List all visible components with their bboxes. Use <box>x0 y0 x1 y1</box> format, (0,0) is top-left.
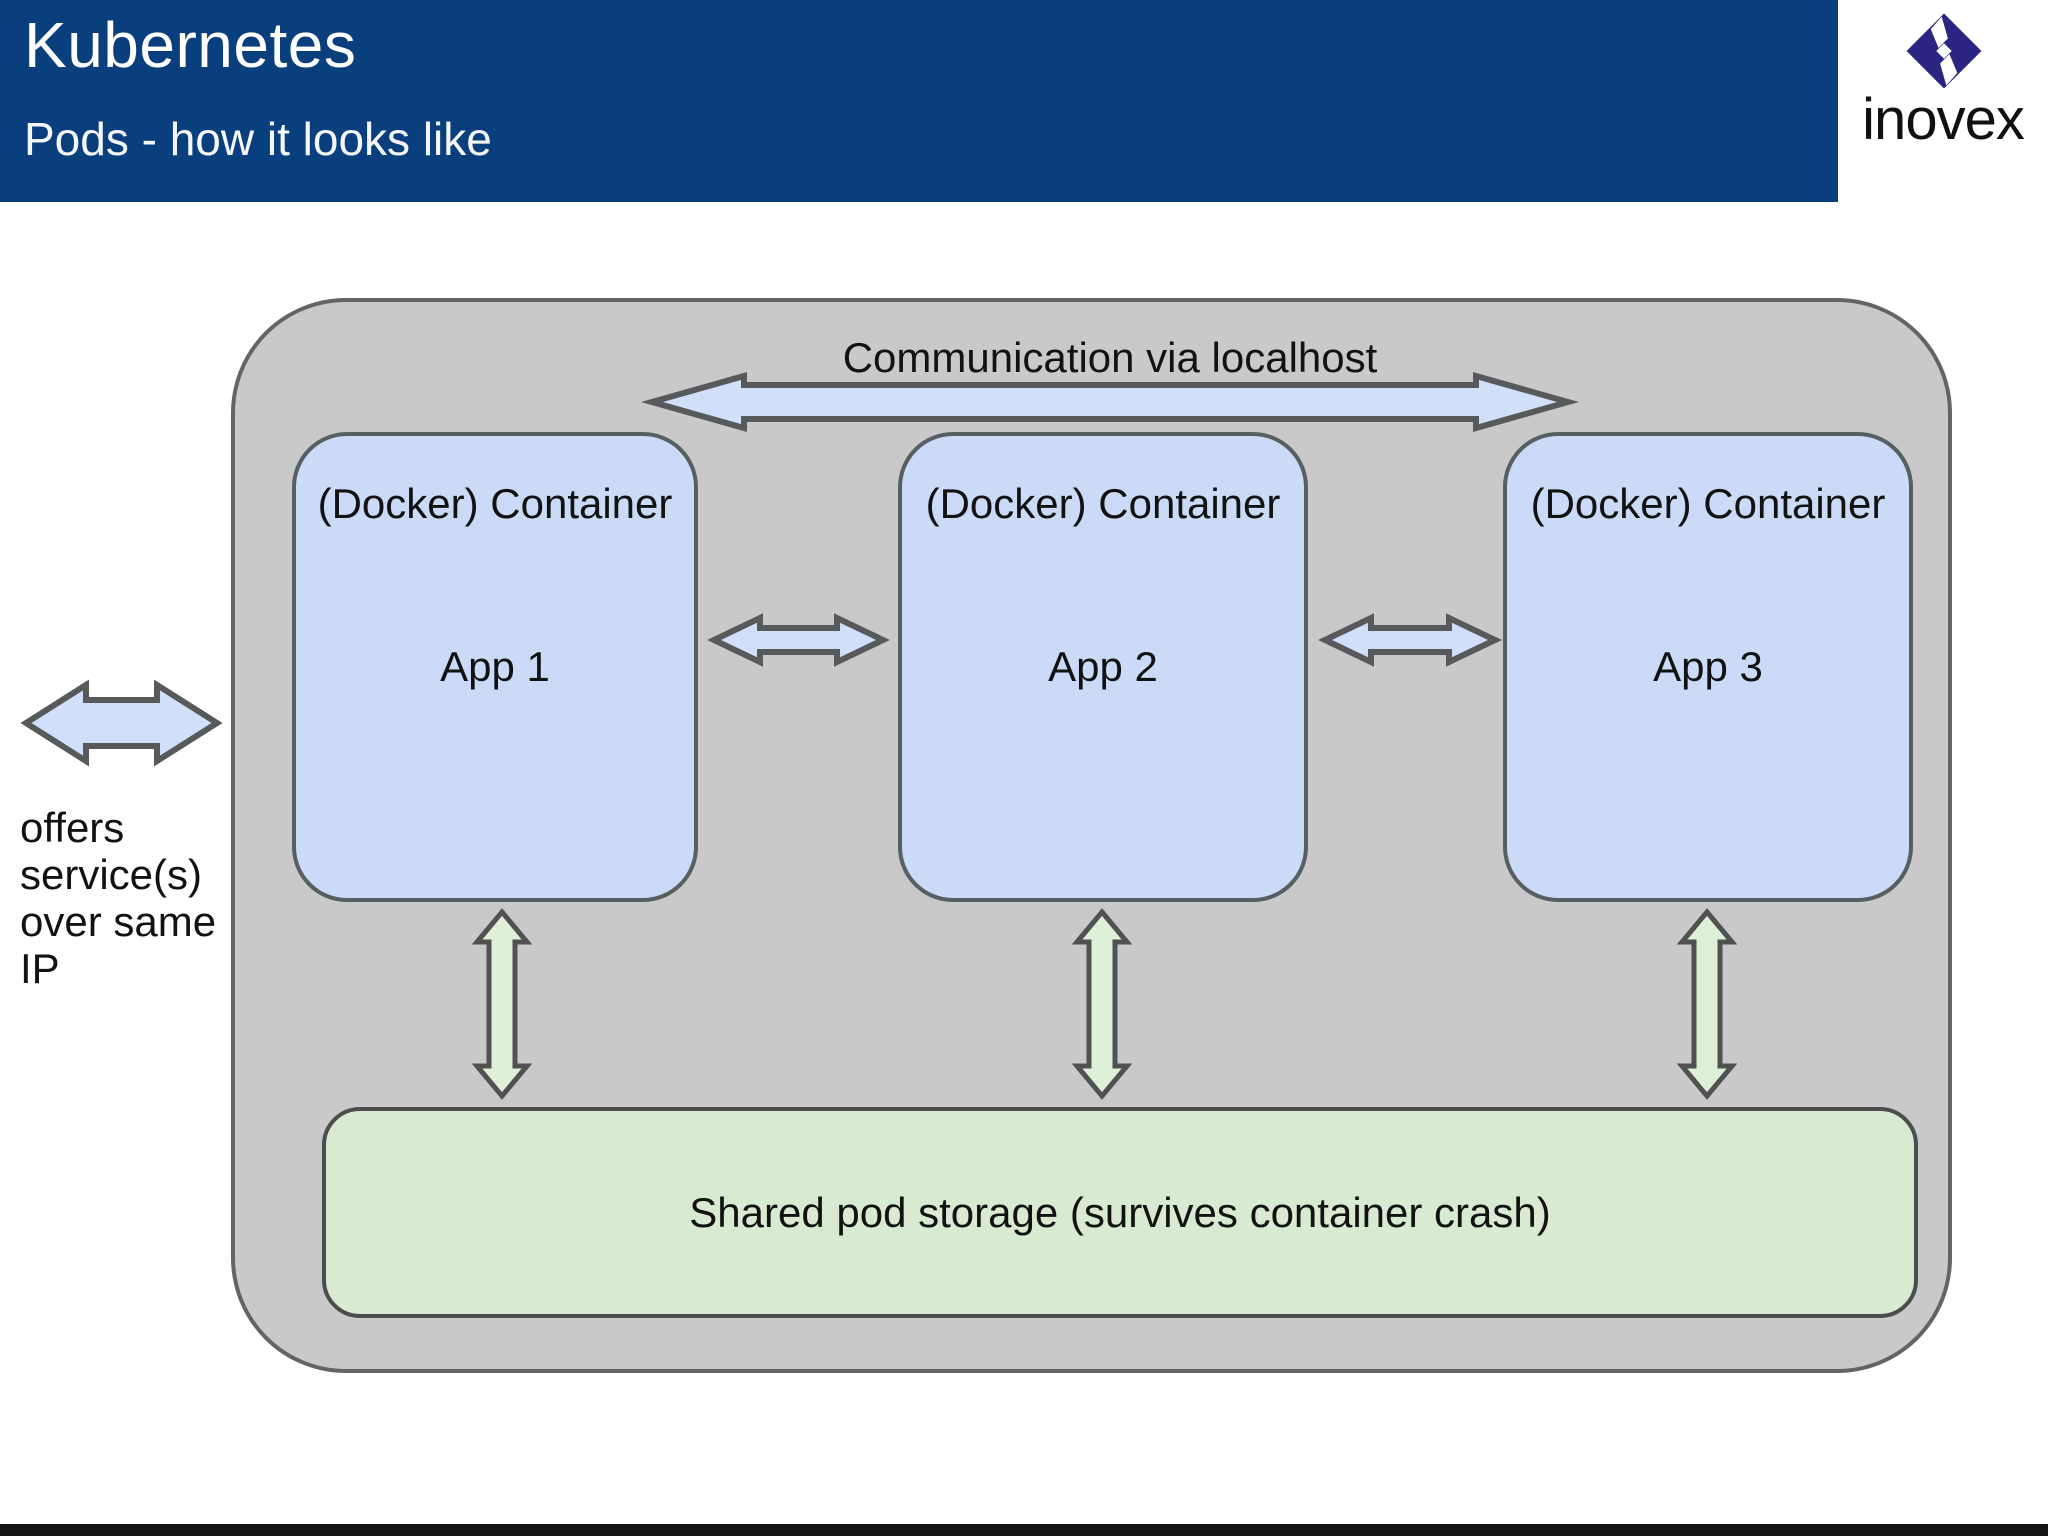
service-note-line: over same <box>20 898 217 945</box>
app-label: App 2 <box>1048 643 1158 690</box>
arrow-app2-app3-icon <box>1318 613 1502 667</box>
bottom-edge-strip <box>0 1524 2048 1536</box>
shared-pod-storage: Shared pod storage (survives container c… <box>322 1107 1918 1318</box>
service-note-line: offers <box>20 804 125 851</box>
service-note-line: IP <box>20 945 60 992</box>
container-app2: (Docker) Container App 2 <box>898 432 1308 902</box>
slide-subtitle: Pods - how it looks like <box>24 113 492 165</box>
service-note-line: service(s) <box>20 851 203 898</box>
header-bar: Kubernetes Pods - how it looks like <box>0 0 1838 202</box>
storage-arrow-app3-icon <box>1676 908 1738 1100</box>
communication-label: Communication via localhost <box>842 334 1378 381</box>
communication-double-arrow-icon <box>640 372 1580 432</box>
inovex-logo: inovex <box>1838 0 2048 202</box>
service-note: offers service(s) over same IP <box>20 804 250 992</box>
container-title: (Docker) Container <box>1530 480 1886 527</box>
inovex-logo-text: inovex <box>1862 87 2025 152</box>
service-ip-arrow-icon <box>20 679 223 767</box>
app-label: App 3 <box>1653 643 1763 690</box>
storage-arrow-app2-icon <box>1071 908 1133 1100</box>
container-title: (Docker) Container <box>317 480 673 527</box>
container-app3: (Docker) Container App 3 <box>1503 432 1913 902</box>
shared-pod-storage-label: Shared pod storage (survives container c… <box>689 1188 1551 1236</box>
slide-title: Kubernetes <box>24 9 357 81</box>
container-title: (Docker) Container <box>925 480 1281 527</box>
container-app1: (Docker) Container App 1 <box>292 432 698 902</box>
inovex-diamond-icon <box>1906 13 1982 89</box>
arrow-app1-app2-icon <box>707 613 890 667</box>
app-label: App 1 <box>440 643 550 690</box>
storage-arrow-app1-icon <box>471 908 533 1100</box>
